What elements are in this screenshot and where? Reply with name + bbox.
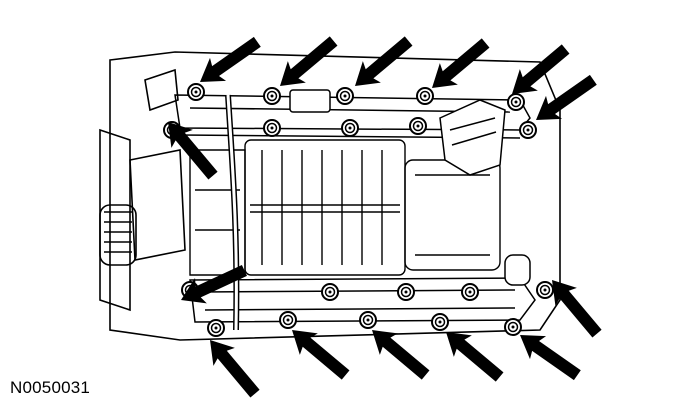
- callout-arrow: [271, 30, 343, 97]
- callout-arrow: [423, 32, 495, 99]
- callout-arrow: [191, 30, 266, 94]
- center-housing: [189, 139, 501, 276]
- sensor-module: [289, 89, 531, 286]
- engine-block-outline: [99, 51, 561, 341]
- callout-arrow: [363, 319, 435, 386]
- figure-id-label: N0050031: [10, 378, 91, 397]
- callout-arrow: [199, 331, 266, 403]
- callout-arrow: [346, 30, 418, 97]
- callout-arrow: [283, 319, 355, 386]
- callout-arrow: [511, 323, 586, 387]
- callout-arrow: [541, 271, 608, 343]
